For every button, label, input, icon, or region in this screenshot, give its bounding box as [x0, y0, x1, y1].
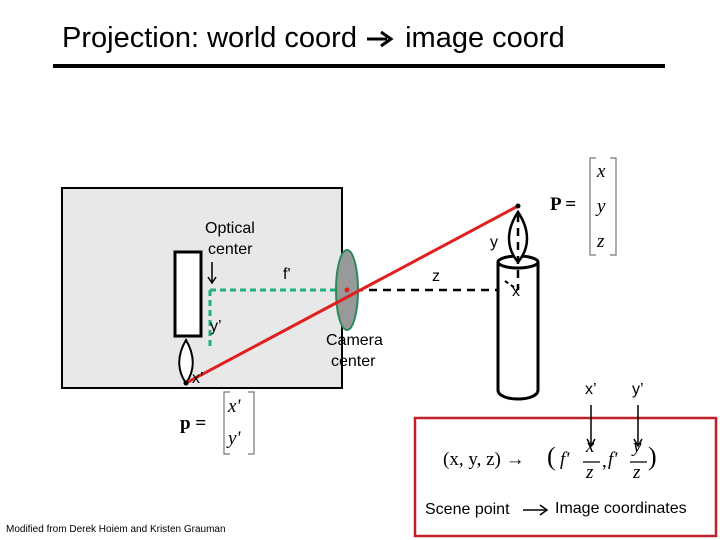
title-text: Projection: world coord [62, 22, 357, 54]
camera-center-point [344, 287, 350, 293]
scene-point-label: Scene point [425, 501, 510, 518]
p-vector-x: x' [228, 396, 241, 417]
scene-point-dot [515, 203, 521, 209]
inverted-flame [178, 338, 194, 385]
page-title: Projection: world coord image coord [62, 22, 565, 55]
P-right-bracket [610, 157, 617, 256]
image-plane [173, 250, 203, 338]
x-prime-left-label: x’ [192, 370, 204, 387]
arrow-right-icon [367, 31, 394, 48]
candle-flame [507, 209, 529, 264]
P-matrix-y: y [597, 196, 606, 217]
formula-open-paren: ( [547, 442, 556, 471]
p-vector-lhs: p = [180, 413, 207, 434]
P-matrix-x: x [597, 161, 606, 182]
y-prime-left-label: y’ [210, 318, 222, 335]
optical-center-label-2: center [208, 241, 253, 258]
title-underline [53, 64, 665, 68]
x-world-dashed [504, 280, 519, 291]
formula-f1: f' [560, 449, 570, 470]
camera-center-label-2: center [331, 353, 376, 370]
formula-lhs: (x, y, z) → [443, 449, 525, 470]
formula-close-paren: ) [648, 442, 657, 471]
credit-text: Modified from Derek Hoiem and Kristen Gr… [6, 524, 226, 535]
candle-body [496, 262, 540, 401]
y-prime-right-label: y’ [632, 381, 644, 398]
title-suffix: image coord [405, 22, 565, 54]
x-world-label: x [512, 283, 520, 300]
formula-num-x: x [586, 436, 595, 457]
formula-num-y: y [633, 436, 642, 457]
p-right-bracket [248, 391, 255, 455]
formula-comma: , [602, 451, 607, 472]
p-left-bracket [223, 391, 230, 455]
y-world-label: y [490, 234, 498, 251]
camera-center-label-1: Camera [326, 332, 383, 349]
P-left-bracket [589, 157, 596, 256]
formula-f2: f' [608, 449, 618, 470]
optical-center-label-1: Optical [205, 220, 255, 237]
P-matrix-lhs: P = [550, 194, 577, 215]
formula-den-z1: z [586, 462, 594, 483]
formula-den-z2: z [633, 462, 641, 483]
image-point-dot [183, 380, 189, 386]
image-coordinates-label: Image coordinates [555, 500, 687, 517]
formula-highlight-box [413, 416, 718, 538]
z-world-label: z [432, 268, 440, 285]
P-matrix-z: z [597, 231, 605, 252]
p-vector-y: y' [228, 428, 241, 449]
focal-length-label: f' [283, 266, 291, 283]
projection-ray [185, 204, 519, 385]
x-prime-right-label: x’ [585, 381, 597, 398]
